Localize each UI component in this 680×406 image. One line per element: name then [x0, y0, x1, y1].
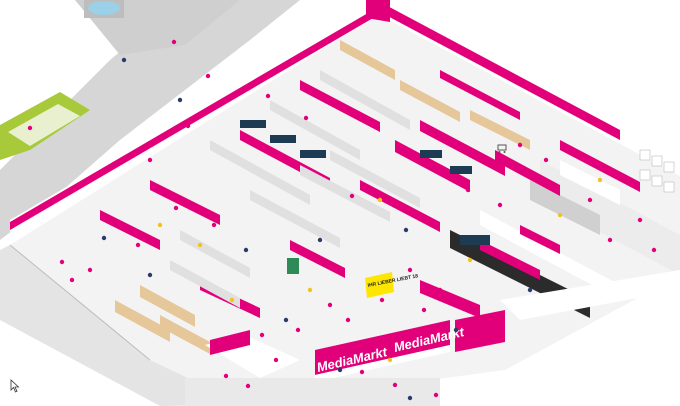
wooden-shelves — [115, 40, 530, 354]
electronics-shelves — [170, 70, 420, 308]
shopping-cart-icon — [497, 144, 507, 153]
green-room-floor — [8, 104, 80, 146]
back-right-wall-band — [380, 2, 620, 140]
shoppers — [27, 39, 657, 398]
corner-tower — [366, 0, 390, 22]
floor-outline — [9, 244, 151, 361]
kiosk-green — [287, 258, 299, 274]
back-left-wall-band — [10, 6, 380, 230]
shoppers-dark — [101, 57, 533, 401]
floor-shadow-edge — [0, 245, 245, 406]
washing-machines — [639, 149, 675, 193]
display-islands — [100, 70, 640, 318]
shoppers-yellow — [157, 177, 603, 363]
mouse-pointer-icon — [10, 379, 20, 393]
tv-displays — [240, 120, 490, 245]
fountain-icon — [88, 1, 120, 15]
